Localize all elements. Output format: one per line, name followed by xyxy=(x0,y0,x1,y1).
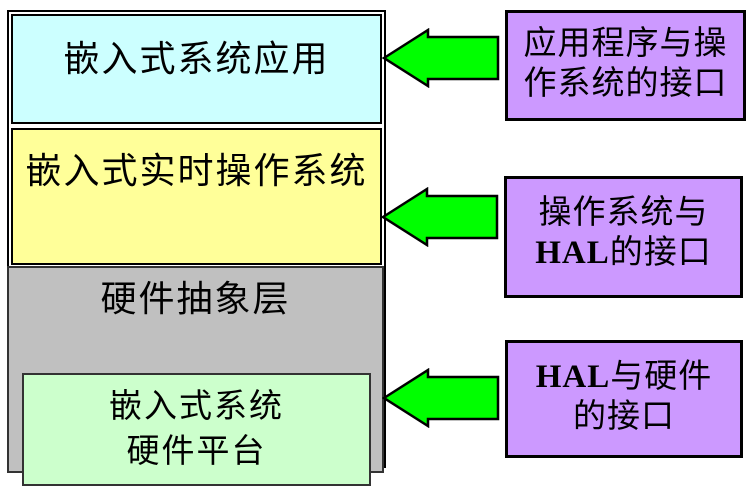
annotation-os-hal-line2: HAL的接口 xyxy=(535,235,712,271)
layer-hardware-label: 嵌入式系统 硬件平台 xyxy=(24,375,369,475)
layer-application-label: 嵌入式系统应用 xyxy=(63,39,330,79)
left-arrow-icon-app-os xyxy=(382,28,500,88)
layer-hal-label: 硬件抽象层 xyxy=(100,279,291,319)
layer-hardware-label-line2: 硬件平台 xyxy=(126,434,267,470)
layer-hardware-label-line1: 嵌入式系统 xyxy=(109,389,284,425)
annotation-hal-hw-interface-box: HAL与硬件 的接口 xyxy=(505,340,743,458)
annotation-hal-hw-line2: 的接口 xyxy=(573,399,675,435)
layer-hardware-box: 嵌入式系统 硬件平台 xyxy=(22,373,371,486)
left-arrow-icon-os-hal xyxy=(381,187,499,247)
annotation-os-hal-line1: 操作系统与 xyxy=(538,195,709,231)
annotation-app-os-line2: 作系统的接口 xyxy=(523,66,728,102)
left-arrow-icon-hal-hw xyxy=(382,368,500,428)
annotation-app-os-line1: 应用程序与操 xyxy=(523,26,728,62)
annotation-os-hal-interface-box: 操作系统与 HAL的接口 xyxy=(504,176,743,298)
layer-rtos-box: 嵌入式实时操作系统 xyxy=(11,128,382,265)
annotation-hal-hw-line1: HAL与硬件 xyxy=(535,359,713,395)
annotation-app-os-interface-box: 应用程序与操 作系统的接口 xyxy=(505,10,746,121)
layer-application-box: 嵌入式系统应用 xyxy=(11,14,382,124)
layer-rtos-label: 嵌入式实时操作系统 xyxy=(25,151,368,191)
